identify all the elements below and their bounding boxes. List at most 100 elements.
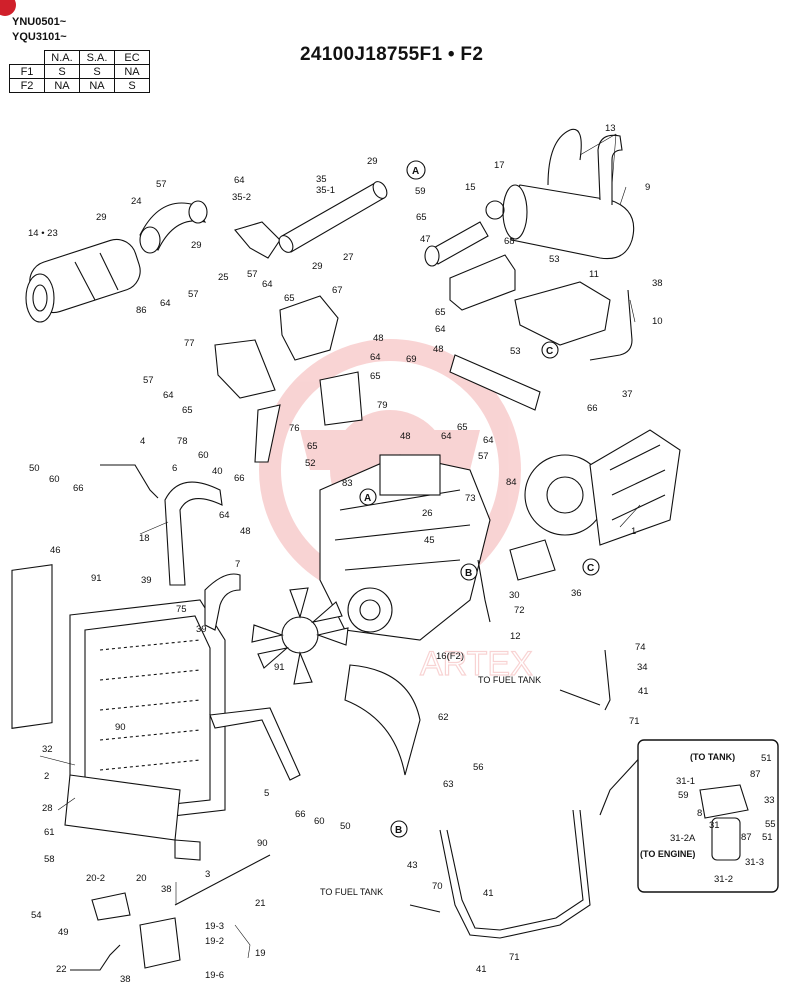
part-number: 63 [443, 779, 454, 790]
part-number: 65 [416, 212, 427, 223]
part-number: 31-3 [745, 857, 764, 868]
cooling-fan [251, 587, 349, 685]
part-number: 39 [196, 624, 207, 635]
part-number: 9 [645, 182, 650, 193]
part-number: 41 [483, 888, 494, 899]
part-number: 4 [140, 436, 145, 447]
part-number: 57 [247, 269, 258, 280]
part-number: 41 [476, 964, 487, 975]
part-number: 79 [377, 400, 388, 411]
part-number: 19-3 [205, 921, 224, 932]
part-number: 52 [305, 458, 316, 469]
part-number: 43 [407, 860, 418, 871]
part-number: 90 [115, 722, 126, 733]
part-number: 65 [435, 307, 446, 318]
part-number: 18 [139, 533, 150, 544]
part-number: 19 [255, 948, 266, 959]
part-number: 22 [56, 964, 67, 975]
availability-table: N.A. S.A. EC F1 S S NA F2 NA NA S [9, 50, 150, 93]
part-number: 31-1 [676, 776, 695, 787]
part-number: 33 [764, 795, 775, 806]
part-number: 20-2 [86, 873, 105, 884]
part-number: 60 [49, 474, 60, 485]
part-number: 66 [295, 809, 306, 820]
bracket-79 [319, 371, 363, 426]
part-number: 65 [307, 441, 318, 452]
part-number: 87 [750, 769, 761, 780]
callout-b-engine: B [460, 563, 478, 581]
part-number: 40 [212, 466, 223, 477]
part-number: 19-6 [205, 970, 224, 981]
part-number: 6 [172, 463, 177, 474]
note-to-engine: (TO ENGINE) [640, 849, 695, 859]
part-number: 29 [191, 240, 202, 251]
part-number: 29 [96, 212, 107, 223]
serial-range-2: YQU3101~ [12, 31, 67, 43]
note-to-fuel-tank-upper: TO FUEL TANK [478, 675, 541, 685]
part-number: 51 [761, 753, 772, 764]
svg-text:A: A [412, 166, 419, 177]
part-number: 64 [435, 324, 446, 335]
part-number: 35-1 [316, 185, 335, 196]
part-number: 53 [549, 254, 560, 265]
part-number: 50 [340, 821, 351, 832]
part-number: 35-2 [232, 192, 251, 203]
part-number: 72 [514, 605, 525, 616]
part-number: 20 [136, 873, 147, 884]
pump-bracket [509, 539, 556, 581]
bracket-68 [449, 254, 516, 311]
bracket-67 [279, 295, 339, 361]
sub-tank [139, 917, 181, 969]
part-number: 76 [289, 423, 300, 434]
part-number: 35 [316, 174, 327, 185]
muffler [502, 128, 635, 260]
elbow-pipe [234, 221, 281, 259]
svg-text:C: C [587, 563, 594, 574]
part-number: 37 [622, 389, 633, 400]
part-number: 68 [504, 236, 515, 247]
fuel-lines [409, 559, 646, 939]
part-number: 17 [494, 160, 505, 171]
part-numbers: 1 2 3 4 5 6 7 8 9 10 11 12 13 14 • 23 15… [28, 123, 776, 985]
callout-a-engine: A [359, 488, 377, 506]
part-number: 59 [415, 186, 426, 197]
part-number: 26 [422, 508, 433, 519]
tank-hose [174, 854, 271, 906]
stay-76 [254, 404, 281, 463]
part-number: 65 [182, 405, 193, 416]
upper-radiator-hose [164, 481, 223, 586]
part-number: 38 [120, 974, 131, 985]
part-number: 5 [264, 788, 269, 799]
part-number: 10 [652, 316, 663, 327]
corner-marker [0, 0, 16, 16]
air-cleaner [25, 238, 141, 323]
part-number: 19-2 [205, 936, 224, 947]
part-number: 48 [400, 431, 411, 442]
drain-tube [589, 289, 633, 361]
part-number: 57 [478, 451, 489, 462]
page-title: 24100J18755F1 • F2 [300, 44, 484, 65]
svg-text:C: C [546, 346, 553, 357]
part-number: 34 [637, 662, 648, 673]
part-number: 31 [709, 820, 720, 831]
part-number: 11 [589, 269, 599, 280]
part-number: 71 [509, 952, 520, 963]
part-number: 14 • 23 [28, 228, 58, 239]
hydraulic-pump [524, 429, 681, 546]
part-number: 28 [42, 803, 53, 814]
part-number: 16(F2) [436, 651, 464, 662]
part-number: 64 [262, 279, 273, 290]
part-number: 31-2A [670, 833, 696, 844]
part-number: 70 [432, 881, 443, 892]
part-number: 47 [420, 234, 431, 245]
part-number: 57 [188, 289, 199, 300]
part-number: 31-2 [714, 874, 733, 885]
part-number: 64 [441, 431, 452, 442]
fuel-filter-inset [637, 739, 779, 893]
reserve-tank [11, 564, 53, 729]
part-number: 91 [274, 662, 285, 673]
part-number: 60 [314, 816, 325, 827]
intake-pipe [278, 181, 388, 253]
part-number: 29 [367, 156, 378, 167]
part-number: 87 [741, 832, 752, 843]
